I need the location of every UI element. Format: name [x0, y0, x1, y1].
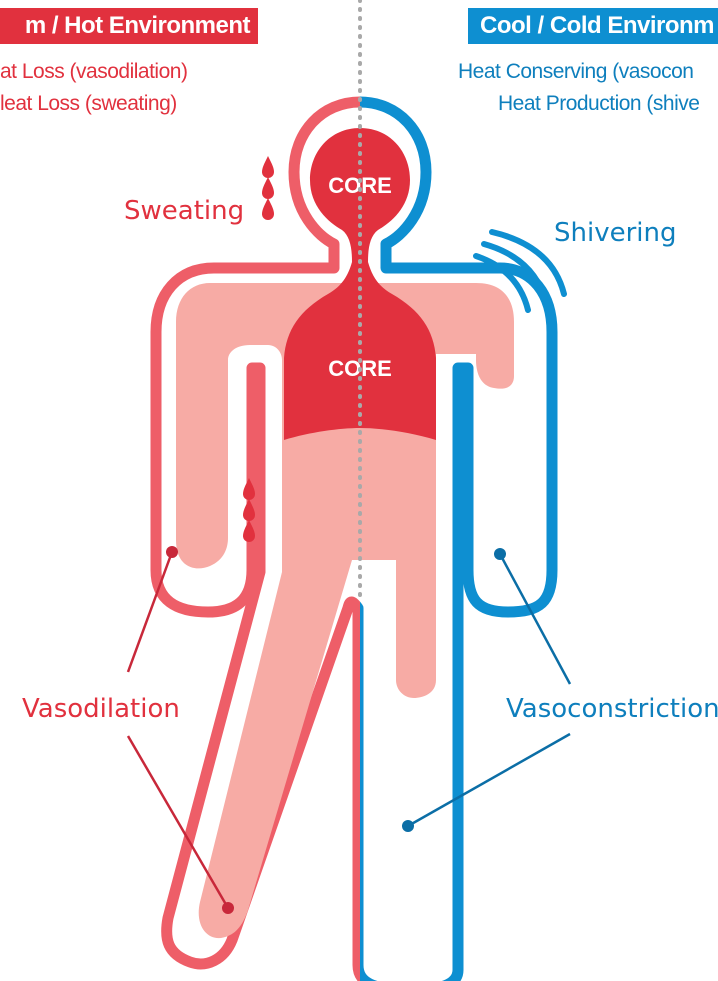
shivering-label: Shivering	[554, 218, 676, 248]
core-head-label: CORE	[328, 173, 392, 198]
sweat-drops-side	[243, 478, 255, 542]
vasoconstriction-label: Vasoconstriction	[506, 694, 718, 724]
sweating-label: Sweating	[124, 196, 244, 226]
sweat-drops-head	[262, 156, 274, 220]
vasodilation-label: Vasodilation	[22, 694, 180, 724]
